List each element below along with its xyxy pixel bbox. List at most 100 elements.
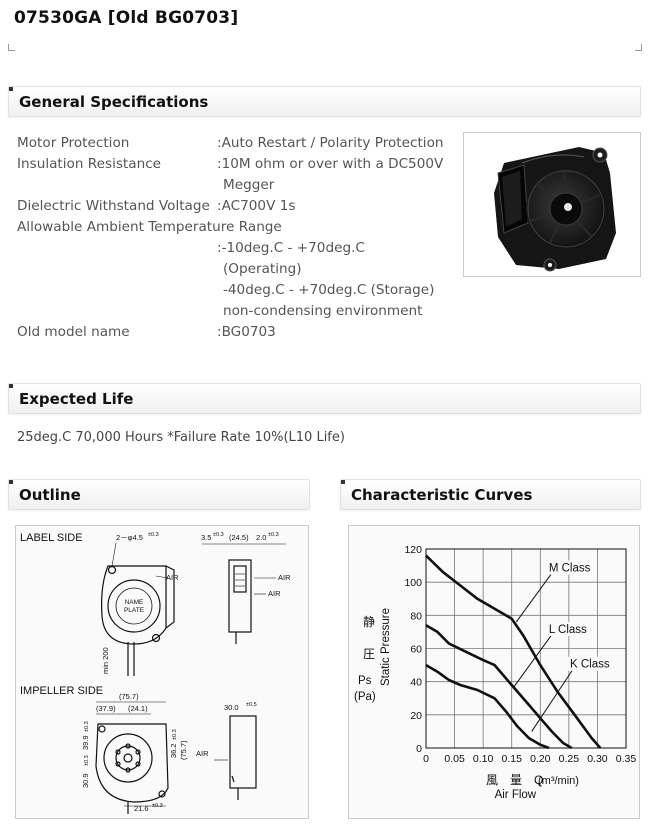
y-axis-ps: Ps <box>358 675 372 687</box>
spec-row: Motor Protection :Auto Restart / Polarity… <box>17 133 457 154</box>
y-tick-label: 60 <box>410 644 422 656</box>
series-line-k-class <box>425 663 550 750</box>
expected-life-text: 25deg.C 70,000 Hours *Failure Rate 10%(L… <box>17 430 345 445</box>
x-tick-label: 0.05 <box>444 753 465 765</box>
expected-life-title: Expected Life <box>19 390 134 408</box>
characteristic-curves-title: Characteristic Curves <box>351 486 533 504</box>
series-line-m-class <box>425 554 602 749</box>
blower-fan-image <box>494 147 616 272</box>
dim-w2: (37.9) <box>96 704 116 713</box>
expected-life-header: Expected Life <box>8 383 641 414</box>
outline-title: Outline <box>19 486 81 504</box>
x-tick-label: 0.20 <box>530 753 551 765</box>
dim-h3-tol: ±0.3 <box>172 729 178 740</box>
spec-value-line: :Auto Restart / Polarity Protection <box>217 135 444 151</box>
impeller-side-text: IMPELLER SIDE <box>20 685 103 697</box>
outline-drawing: LABEL SIDE IMPELLER SIDE NAME PLATE 2－φ4… <box>20 532 291 814</box>
label-side-text: LABEL SIDE <box>20 532 83 544</box>
x-axis-unit: (m³/min) <box>538 775 579 787</box>
series-label: M Class <box>549 563 591 575</box>
series-line-l-class <box>425 624 573 750</box>
series-label-leader <box>531 670 573 732</box>
dim-top-1-tol: ±0.3 <box>213 532 224 538</box>
dim-holes: 2－φ4.5 <box>116 533 143 542</box>
spec-key: Allowable Ambient Temperature Range <box>17 219 282 235</box>
spec-key <box>17 238 217 322</box>
spec-value-line: :AC700V 1s <box>217 198 296 214</box>
spec-value: :Auto Restart / Polarity Protection <box>217 133 457 154</box>
spec-row: :-10deg.C - +70deg.C (Operating) -40deg.C … <box>17 238 457 322</box>
outline-header: Outline <box>8 479 310 510</box>
x-tick-label: 0.25 <box>559 753 580 765</box>
dim-h3: 36.2 <box>169 743 178 758</box>
y-tick-label: 0 <box>416 743 422 755</box>
y-axis-label-jp-2: 圧 <box>363 647 375 661</box>
air-label-4: AIR <box>196 749 209 758</box>
spec-key: Motor Protection <box>17 135 130 151</box>
name-plate-text-1: NAME <box>125 599 144 606</box>
series-label: K Class <box>570 659 610 671</box>
y-tick-label: 80 <box>410 610 422 622</box>
dim-top-3-tol: ±0.3 <box>268 532 279 538</box>
spec-table: Motor Protection :Auto Restart / Polarity… <box>17 133 457 343</box>
spec-value-line: -40deg.C - +70deg.C (Storage) <box>223 282 435 298</box>
air-label-2: AIR <box>278 573 291 582</box>
dim-bottom: 21.6 <box>134 804 149 813</box>
spec-value-line: :BG0703 <box>217 324 276 340</box>
spec-row: Insulation Resistance :10M ohm or over wi… <box>17 154 457 196</box>
plot-frame <box>425 548 627 749</box>
spec-row: Old model name :BG0703 <box>17 322 457 343</box>
dim-w3: (24.1) <box>128 704 148 713</box>
general-specifications-title: General Specifications <box>19 93 209 111</box>
series-label-bg <box>546 621 597 636</box>
spec-value-line: :-10deg.C - +70deg.C <box>217 240 365 256</box>
spec-key: Old model name <box>17 324 130 340</box>
dim-depth: 30.0 <box>224 703 239 712</box>
spec-value: :10M ohm or over with a DC500V Megger <box>217 154 457 196</box>
spec-row: Dielectric Withstand Voltage :AC700V 1s <box>17 196 457 217</box>
dim-lead: min 200 <box>101 647 110 674</box>
spec-key: Insulation Resistance <box>17 156 162 172</box>
spec-value-line: non-condensing environment <box>223 303 423 319</box>
name-plate-text-2: PLATE <box>124 607 145 614</box>
y-axis-label-jp-1: 静 <box>363 615 375 629</box>
dim-h2: 39.9 <box>81 735 90 750</box>
dim-holes-tol: ±0.3 <box>148 532 159 538</box>
y-tick-label: 20 <box>410 710 422 722</box>
spec-value: :AC700V 1s <box>217 196 457 217</box>
spec-value-line: Megger <box>223 177 275 193</box>
spec-row: Allowable Ambient Temperature Range <box>17 217 457 238</box>
x-tick-label: 0.35 <box>616 753 637 765</box>
dim-top-1: 3.5 <box>201 533 211 542</box>
product-photo <box>463 132 641 277</box>
spec-value: :-10deg.C - +70deg.C (Operating) -40deg.C … <box>217 238 457 322</box>
dim-h4: (75.7) <box>179 740 188 760</box>
dim-depth-tol: ±0.5 <box>246 702 257 708</box>
y-tick-label: 100 <box>404 577 422 589</box>
series-label-bg <box>568 656 618 671</box>
air-label-1: AIR <box>166 573 179 582</box>
y-axis-label-en: Static Pressure <box>380 608 392 686</box>
spec-key: Dielectric Withstand Voltage <box>17 198 210 214</box>
air-label-3: AIR <box>268 589 281 598</box>
series-label: L Class <box>549 624 587 636</box>
y-tick-label: 120 <box>404 544 422 556</box>
x-axis-label-en: Air Flow <box>495 789 537 801</box>
corner-mark-left <box>8 44 15 51</box>
page-title: 07530GA [Old BG0703] <box>14 8 239 28</box>
outline-drawing-panel: LABEL SIDE IMPELLER SIDE NAME PLATE 2－φ4… <box>15 525 309 819</box>
spec-value-line: :10M ohm or over with a DC500V <box>217 156 444 172</box>
dim-top-2: (24.5) <box>229 533 249 542</box>
x-tick-label: 0 <box>423 753 429 765</box>
y-tick-label: 40 <box>410 677 422 689</box>
spec-value: :BG0703 <box>217 322 457 343</box>
dim-h2-tol: ±0.3 <box>84 721 90 732</box>
characteristic-curves-header: Characteristic Curves <box>340 479 641 510</box>
x-tick-label: 0.15 <box>501 753 522 765</box>
dim-top-3: 2.0 <box>256 533 266 542</box>
series-label-leader <box>515 574 552 623</box>
spec-value-line: (Operating) <box>223 261 302 277</box>
dim-h1: 30.9 <box>81 773 90 788</box>
